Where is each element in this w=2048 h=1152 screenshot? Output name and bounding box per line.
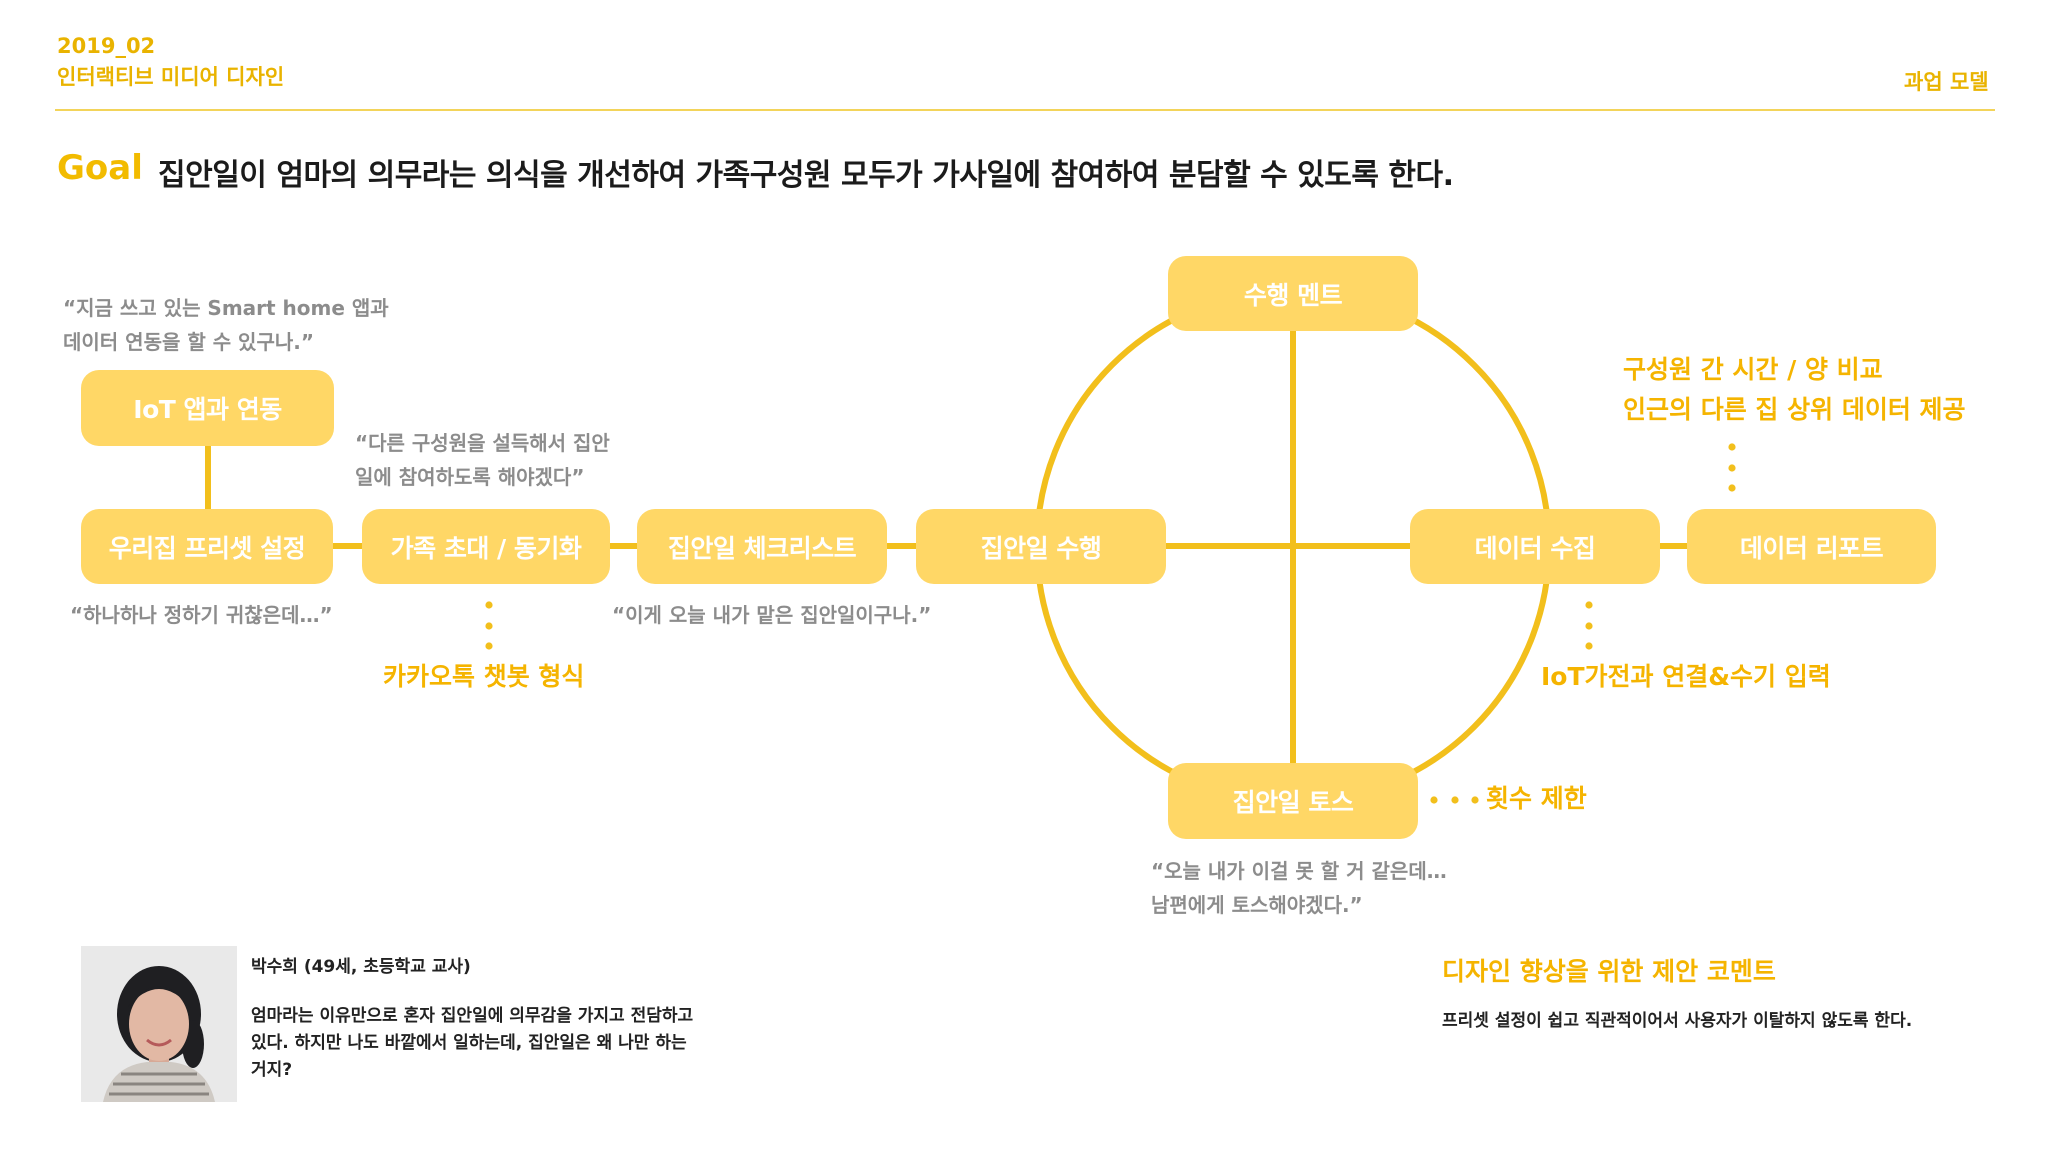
node-perform-message: 수행 멘트 (1168, 256, 1418, 331)
quote-line: “지금 쓰고 있는 Smart home 앱과 (63, 296, 389, 320)
course-title: 인터랙티브 미디어 디자인 (57, 65, 285, 89)
annotation-iot-input: IoT가전과 연결&수기 입력 (1541, 662, 1831, 691)
dot (1451, 796, 1459, 804)
persona-quote: 엄마라는 이유만으로 혼자 집안일에 의무감을 가지고 전담하고 있다. 하지만… (251, 1006, 694, 1080)
quote-persuade: “다른 구성원을 설득해서 집안 일에 참여하도록 해야겠다” (355, 426, 610, 494)
dot (1585, 622, 1593, 630)
node-family-invite: 가족 초대 / 동기화 (362, 509, 610, 584)
quote-line: 데이터 연동을 할 수 있구나.” (63, 330, 314, 354)
dot (1585, 601, 1593, 609)
quote-smart-home: “지금 쓰고 있는 Smart home 앱과 데이터 연동을 할 수 있구나.… (63, 291, 389, 359)
node-data-collect: 데이터 수집 (1410, 509, 1660, 584)
design-comment-body: 프리셋 설정이 쉽고 직관적이어서 사용자가 이탈하지 않도록 한다. (1442, 1011, 1913, 1031)
annotation-kakao-chatbot: 카카오톡 챗봇 형식 (383, 662, 585, 691)
dot (485, 601, 493, 609)
date-label: 2019_02 (57, 34, 156, 58)
section-title: 과업 모델 (1904, 70, 1989, 94)
annotation-toss-limit: 횟수 제한 (1486, 784, 1587, 813)
quote-line: “오늘 내가 이걸 못 할 거 같은데… (1151, 859, 1447, 883)
node-iot-link: IoT 앱과 연동 (81, 370, 334, 446)
goal-label: Goal (57, 148, 143, 188)
design-comment-title: 디자인 향상을 위한 제안 코멘트 (1442, 957, 1776, 986)
node-chore-perform: 집안일 수행 (916, 509, 1166, 584)
quote-assigned: “이게 오늘 내가 맡은 집안일이구나.” (612, 603, 932, 627)
annotation-line: 구성원 간 시간 / 양 비교 (1623, 355, 1883, 384)
persona-portrait-icon (81, 946, 237, 1102)
quote-toss: “오늘 내가 이걸 못 할 거 같은데… 남편에게 토스해야겠다.” (1151, 854, 1447, 922)
node-data-report: 데이터 리포트 (1687, 509, 1936, 584)
persona-name: 박수희 (49세, 초등학교 교사) (251, 957, 471, 977)
dot (1471, 796, 1479, 804)
dot (1585, 642, 1593, 650)
dot (485, 642, 493, 650)
node-preset-setup: 우리집 프리셋 설정 (81, 509, 333, 584)
annotation-data-compare: 구성원 간 시간 / 양 비교 인근의 다른 집 상위 데이터 제공 (1623, 350, 1966, 430)
persona-photo (81, 946, 237, 1102)
dot (1728, 443, 1736, 451)
node-chore-checklist: 집안일 체크리스트 (637, 509, 887, 584)
node-chore-toss: 집안일 토스 (1168, 763, 1418, 839)
dot (1430, 796, 1438, 804)
goal-statement: 집안일이 엄마의 의무라는 의식을 개선하여 가족구성원 모두가 가사일에 참여… (158, 158, 1454, 193)
quote-line: 남편에게 토스해야겠다.” (1151, 893, 1363, 917)
dot (1728, 464, 1736, 472)
dot (1728, 484, 1736, 492)
header-divider (55, 109, 1995, 111)
quote-tedious: “하나하나 정하기 귀찮은데…” (70, 603, 333, 627)
quote-line: “다른 구성원을 설득해서 집안 (355, 431, 610, 455)
annotation-line: 인근의 다른 집 상위 데이터 제공 (1623, 395, 1966, 424)
quote-line: 일에 참여하도록 해야겠다” (355, 465, 585, 489)
dot (485, 622, 493, 630)
